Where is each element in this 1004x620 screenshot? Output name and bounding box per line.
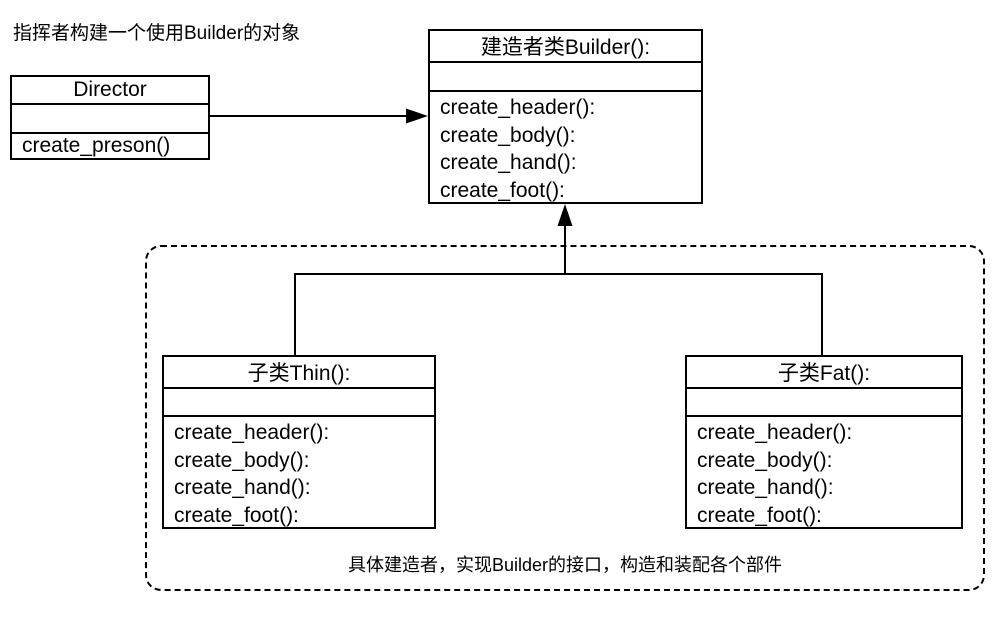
method-item: create_header(): [697,421,853,444]
thin-attributes-section [164,389,434,417]
arrow-director-to-builder [210,108,428,124]
method-item: create_body(): [697,448,833,472]
arrowhead-right-icon [406,108,428,124]
director-class-box: Director create_preson() [10,75,210,160]
builder-class-title: 建造者类Builder(): [430,31,701,63]
builder-attributes-section [430,63,701,92]
thin-methods-section: create_header(): create_body(): create_h… [164,417,434,529]
method-item: create_header(): [440,96,596,119]
arrowhead-up-icon [557,204,573,226]
top-label: 指挥者构建一个使用Builder的对象 [13,23,301,44]
method-item: create_foot(): [174,503,299,527]
fat-class-box: 子类Fat(): create_header(): create_body():… [685,355,963,529]
fat-attributes-section [687,389,961,417]
group-caption: 具体建造者，实现Builder的接口，构造和装配各个部件 [347,555,783,575]
director-attributes-section [12,105,208,134]
director-methods-section: create_preson() [12,134,208,158]
builder-methods-section: create_header(): create_body(): create_h… [430,92,701,204]
fat-methods-section: create_header(): create_body(): create_h… [687,417,961,529]
fat-class-title: 子类Fat(): [687,357,961,389]
method-item: create_hand(): [440,151,577,174]
thin-class-box: 子类Thin(): create_header(): create_body()… [162,355,436,529]
method-item: create_body(): [440,123,576,147]
method-item: create_foot(): [697,503,822,527]
director-class-title: Director [12,77,208,105]
thin-class-title: 子类Thin(): [164,357,434,389]
builder-class-box: 建造者类Builder(): create_header(): create_b… [428,29,703,204]
method-item: create_body(): [174,448,310,472]
method-item: create_foot(): [440,178,565,202]
method-item: create_preson() [22,134,171,157]
method-item: create_hand(): [697,476,834,499]
method-item: create_hand(): [174,476,311,499]
method-item: create_header(): [174,421,330,444]
